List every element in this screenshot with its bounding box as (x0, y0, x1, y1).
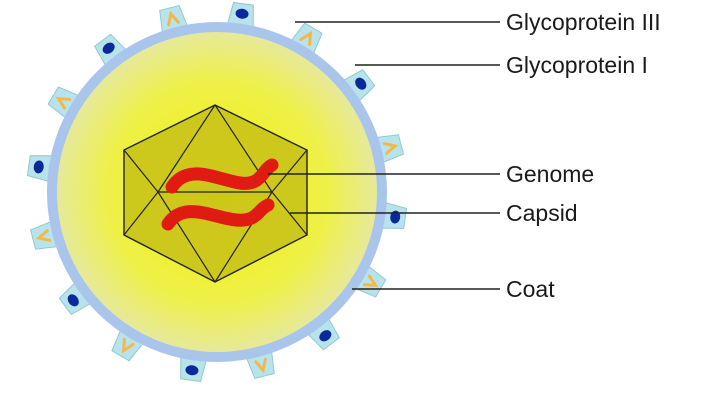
label-glycoprotein-1: Glycoprotein I (506, 52, 648, 78)
glycoprotein-3-marker (67, 294, 79, 307)
glycoprotein-3-marker (390, 210, 401, 224)
capsid-icosahedron (123, 104, 308, 283)
glycoprotein-1-marker (55, 96, 72, 110)
glycoprotein-1-marker (299, 30, 313, 47)
glycoprotein-3-marker (319, 330, 332, 342)
genome-strands (161, 158, 279, 231)
glycoprotein-1-marker (254, 357, 267, 374)
label-coat: Coat (506, 276, 555, 302)
genome-strand-lower (161, 198, 275, 231)
glycoprotein-1-marker (362, 274, 379, 288)
glycoprotein-1-marker (382, 142, 399, 155)
glycoprotein-1-marker (121, 337, 135, 354)
glycoprotein-1-marker (167, 10, 180, 27)
glycoprotein-1-marker (35, 229, 52, 242)
glycoprotein-3-marker (33, 160, 44, 174)
genome-strand-upper (165, 158, 279, 194)
glycoprotein-3-marker (235, 8, 249, 19)
label-genome: Genome (506, 161, 594, 187)
glycoprotein-3-marker (102, 42, 115, 54)
capsid-edges (123, 104, 308, 283)
label-capsid: Capsid (506, 200, 578, 226)
glycoprotein-3-marker (185, 365, 199, 376)
label-glycoprotein-3: Glycoprotein III (506, 9, 661, 35)
glycoprotein-3-marker (355, 77, 367, 90)
